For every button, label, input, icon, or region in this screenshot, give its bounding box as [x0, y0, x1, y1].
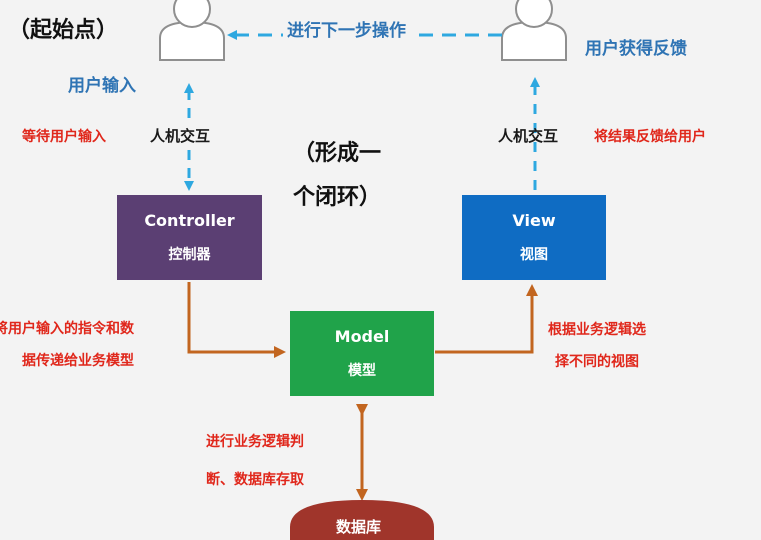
- hci-right-label: 人机交互: [498, 127, 559, 145]
- closed-loop-label: （形成一 个闭环）: [293, 141, 382, 210]
- user-input-label: 用户输入: [68, 76, 136, 96]
- view-title: View: [512, 211, 556, 230]
- model-to-view-arrow: [435, 284, 538, 354]
- controller-title: Controller: [144, 211, 235, 230]
- controller-box: Controller 控制器: [117, 195, 262, 280]
- wait-input-label: 等待用户输入: [22, 129, 106, 145]
- user-feedback-label: 用户获得反馈: [585, 39, 687, 59]
- start-point-label: （起始点）: [8, 18, 119, 43]
- controller-subtitle: 控制器: [168, 247, 211, 263]
- model-title: Model: [334, 327, 390, 346]
- feedback-user-icon: [501, 0, 567, 61]
- start-user-icon: [159, 0, 225, 61]
- view-box: View 视图: [462, 195, 606, 280]
- view-subtitle: 视图: [520, 247, 548, 263]
- model-box: Model 模型: [290, 311, 434, 396]
- hci-left-label: 人机交互: [150, 127, 211, 145]
- feedback-to-user-label: 将结果反馈给用户: [594, 129, 706, 145]
- database-label: 数据库: [336, 518, 382, 536]
- next-step-label: 进行下一步操作: [283, 23, 410, 40]
- model-subtitle: 模型: [348, 363, 376, 379]
- business-logic-label: 进行业务逻辑判 断、数据库存取: [206, 434, 304, 488]
- pass-to-model-label: 将用户输入的指令和数 据传递给业务模型: [0, 321, 134, 369]
- controller-to-model-arrow: [187, 282, 286, 358]
- database-shape: [290, 500, 434, 540]
- select-view-label: 根据业务逻辑选 择不同的视图: [548, 322, 646, 370]
